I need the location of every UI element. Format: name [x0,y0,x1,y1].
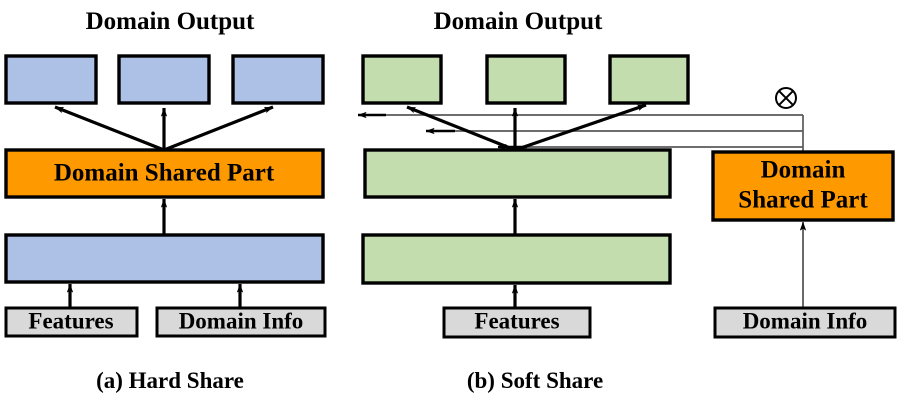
panel-b-title: Domain Output [434,8,603,35]
domain-shared-part-label-a: Domain Shared Part [54,160,275,187]
input-label-features-a: Features [28,308,113,333]
panel-hard-share: Domain Output Domain Shared Part [4,8,327,393]
input-label-features-b: Features [474,308,559,333]
arrow-shared-to-output-1 [54,105,165,152]
input-box-domain-info-a [155,306,327,338]
tensor-product-icon-cross [778,90,794,106]
domain-shared-part-box-a [4,148,325,199]
input-box-features-a [4,306,139,338]
soft-share-gate-lines [360,114,804,152]
output-box-a-2 [117,54,211,105]
panel-soft-share: Domain Output [357,8,897,393]
input-box-features-b [442,306,592,339]
panel-b-caption: (b) Soft Share [467,368,603,393]
arrow-encoder-to-output-1 [406,105,516,152]
input-label-domain-info-b: Domain Info [743,308,868,333]
panel-a-title: Domain Output [86,8,255,35]
output-box-b-3 [608,54,690,105]
panel-b-encoder-to-output-arrows [406,103,647,152]
panel-a-shared-to-output-arrows [54,105,274,152]
input-box-domain-info-b [713,306,897,339]
input-label-domain-info-a: Domain Info [179,308,304,333]
layer-box-b-lower [361,233,672,285]
arrow-encoder-to-output-3 [514,103,647,152]
output-box-a-3 [231,54,325,105]
domain-shared-part-label-b-line1: Domain [761,157,846,184]
encoder-box-a [4,233,325,284]
output-box-b-1 [361,54,443,105]
output-box-b-2 [485,54,567,105]
panel-a-caption: (a) Hard Share [96,368,244,393]
layer-box-b-upper [363,148,672,199]
domain-shared-part-label-b-line2: Shared Part [738,187,868,214]
arrow-shared-to-output-3 [163,105,274,152]
output-box-a-1 [4,54,98,105]
domain-shared-part-box-b [711,150,895,222]
